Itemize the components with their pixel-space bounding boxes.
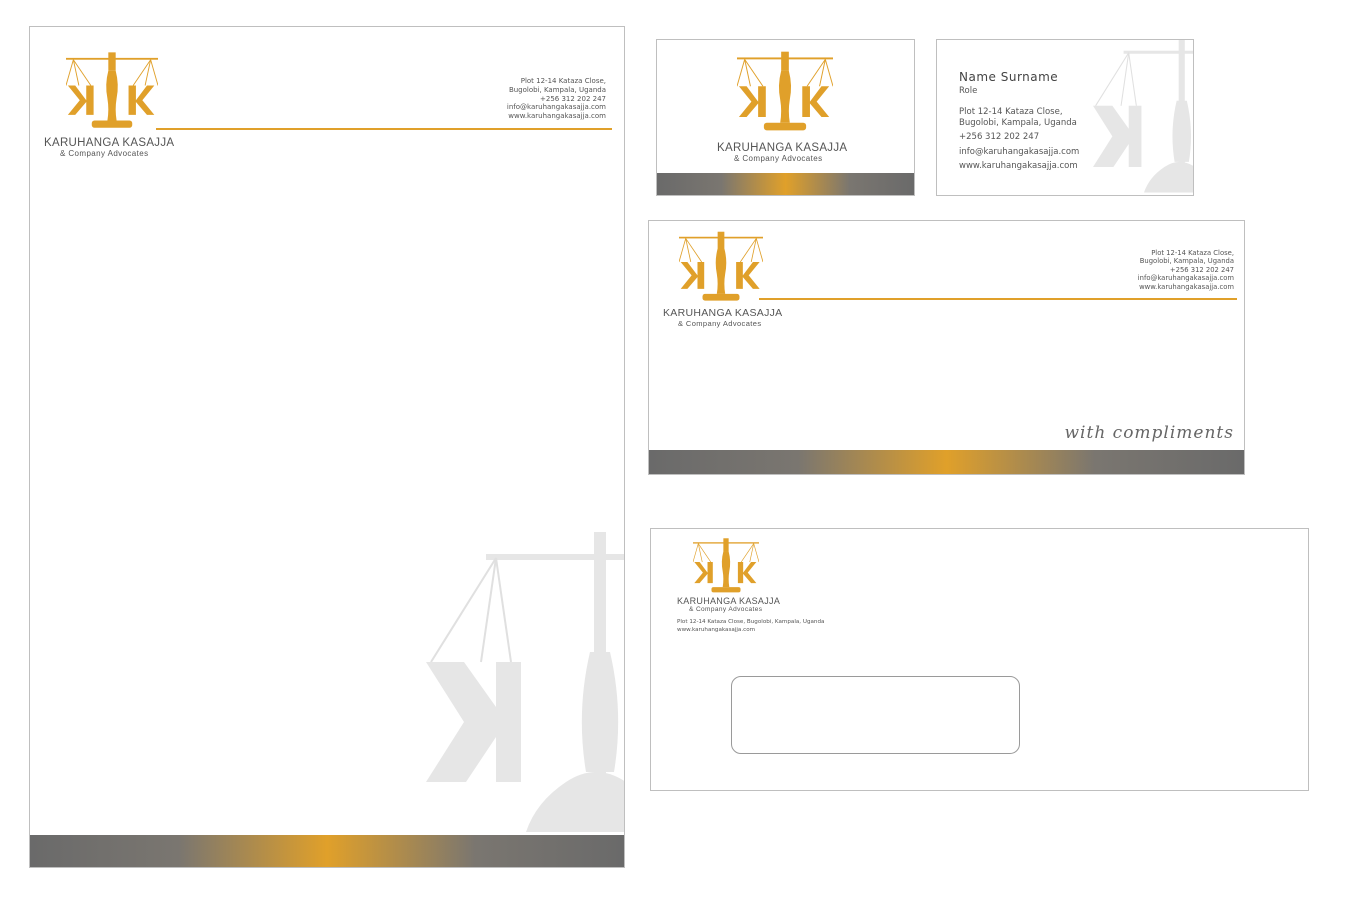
envelope: KARUHANGA KASAJJA & Company Advocates Pl… (650, 528, 1309, 791)
card-website: www.karuhangakasajja.com (959, 161, 1078, 171)
company-name: KARUHANGA KASAJJA (717, 142, 848, 154)
header-rule (156, 128, 612, 130)
contact-block: Plot 12-14 Kataza Close, Bugolobi, Kampa… (507, 77, 606, 121)
card-person-name: Name Surname (959, 70, 1059, 84)
scales-of-justice-kk-icon (737, 48, 833, 136)
watermark-icon (426, 527, 625, 837)
company-subtitle: & Company Advocates (60, 149, 149, 158)
contact-block: Plot 12-14 Kataza Close, Bugolobi, Kampa… (1138, 249, 1234, 291)
company-name-block: KARUHANGA KASAJJA & Company Advocates (663, 307, 782, 328)
company-name: KARUHANGA KASAJJA (677, 596, 781, 606)
address-window (731, 676, 1020, 754)
company-name-block: KARUHANGA KASAJJA & Company Advocates (717, 142, 847, 163)
address-line1: Plot 12-14 Kataza Close, (1151, 249, 1234, 257)
company-name: KARUHANGA KASAJJA (44, 137, 175, 149)
business-card-back: Name Surname Role Plot 12-14 Kataza Clos… (936, 39, 1194, 196)
phone: +256 312 202 247 (1169, 265, 1234, 274)
compliments-slip: KARUHANGA KASAJJA & Company Advocates Pl… (648, 220, 1245, 475)
with-compliments-text: with compliments (1064, 423, 1234, 443)
website: www.karuhangakasajja.com (508, 112, 606, 120)
scales-of-justice-kk-icon (679, 229, 763, 305)
address-line1: Plot 12-14 Kataza Close, (520, 77, 606, 85)
header-rule (759, 298, 1237, 300)
company-name-block: KARUHANGA KASAJJA & Company Advocates (677, 596, 780, 613)
address-line2: Bugolobi, Kampala, Uganda (1139, 257, 1234, 266)
company-subtitle: & Company Advocates (689, 606, 763, 613)
email: info@karuhangakasajja.com (506, 103, 606, 112)
phone: +256 312 202 247 (540, 94, 606, 103)
website: www.karuhangakasajja.com (1139, 282, 1234, 291)
card-role: Role (959, 86, 978, 96)
card-address-line2: Bugolobi, Kampala, Uganda (959, 118, 1077, 128)
card-address-line1: Plot 12-14 Kataza Close, (959, 107, 1063, 117)
watermark-icon (1093, 39, 1194, 196)
business-card-front: KARUHANGA KASAJJA & Company Advocates (656, 39, 915, 196)
scales-of-justice-kk-icon (66, 49, 158, 133)
company-subtitle: & Company Advocates (678, 319, 762, 328)
company-name: KARUHANGA KASAJJA (663, 307, 783, 319)
card-gradient-bar (657, 173, 914, 195)
card-phone: +256 312 202 247 (959, 132, 1040, 142)
footer-gradient-bar (30, 835, 624, 867)
scales-of-justice-kk-icon (693, 537, 759, 595)
letterhead: KARUHANGA KASAJJA & Company Advocates Pl… (29, 26, 625, 868)
address-line2: Bugolobi, Kampala, Uganda (508, 85, 606, 94)
envelope-address: Plot 12-14 Kataza Close, Bugolobi, Kampa… (677, 619, 825, 625)
company-name-block: KARUHANGA KASAJJA & Company Advocates (44, 137, 174, 158)
card-email: info@karuhangakasajja.com (959, 147, 1080, 157)
envelope-website: www.karuhangakasajja.com (677, 627, 756, 633)
email: info@karuhangakasajja.com (1137, 274, 1234, 283)
company-subtitle: & Company Advocates (734, 154, 823, 163)
slip-gradient-bar (649, 450, 1244, 474)
